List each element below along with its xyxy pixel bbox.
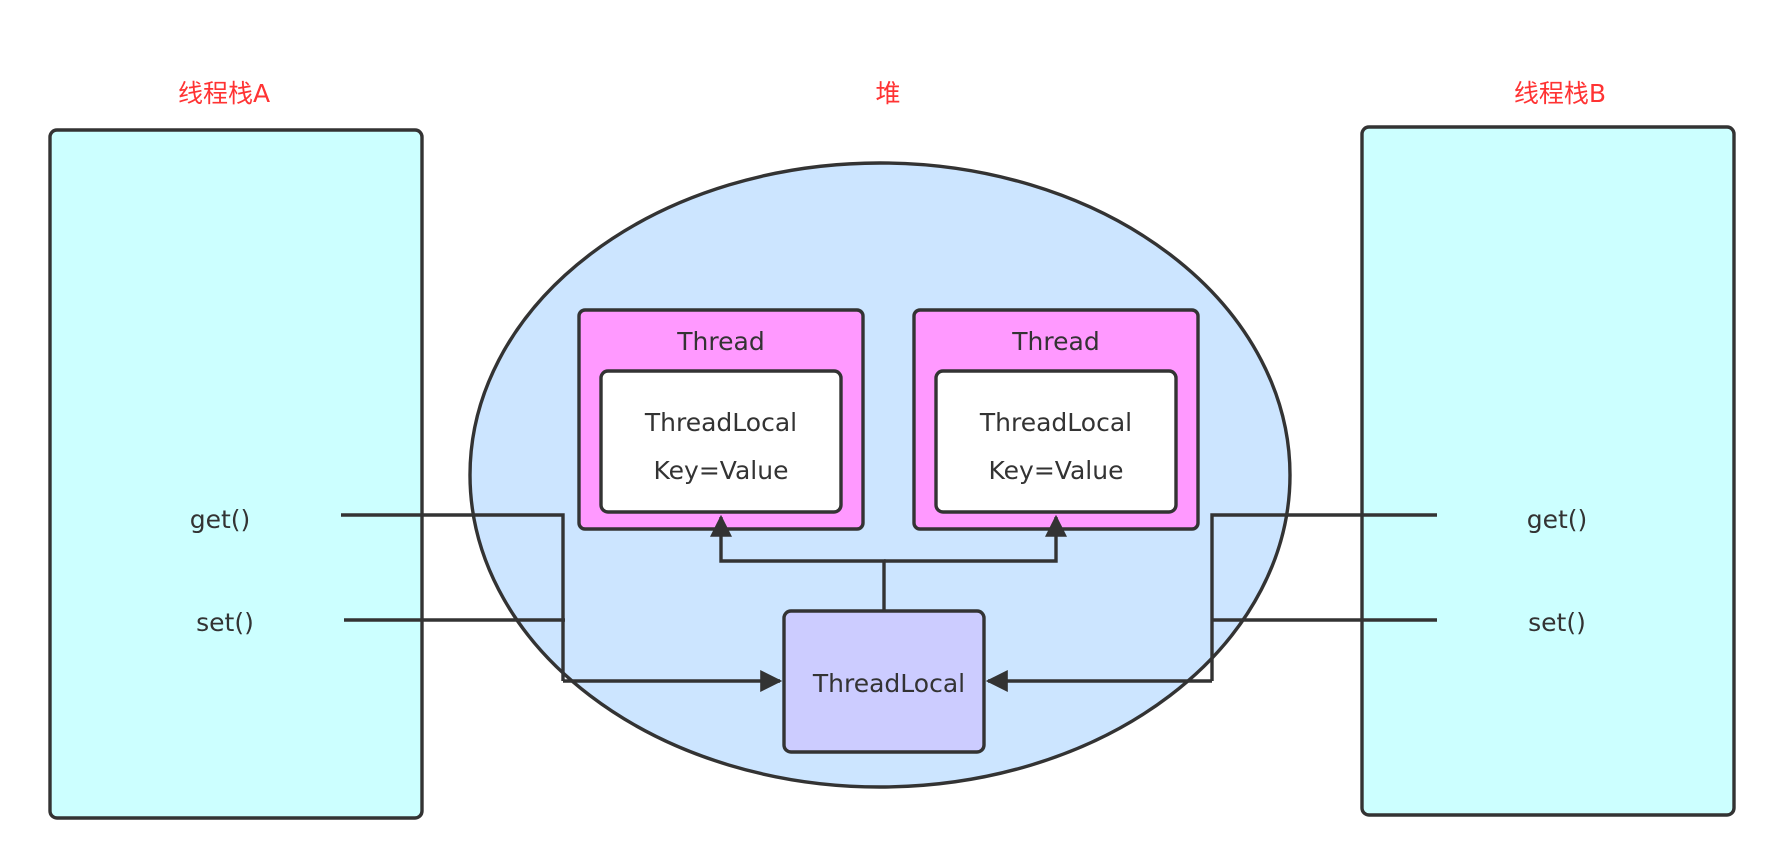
stack-a-set-label: set()	[196, 608, 254, 637]
stack-a-get-label: get()	[190, 505, 251, 534]
thread-1-map-box	[599, 369, 843, 514]
thread-2-map-line2: Key=Value	[989, 456, 1124, 485]
threadlocal-to-thread-1-arrow	[710, 514, 886, 611]
heap-title: 堆	[875, 79, 900, 108]
stack-b-set-label: set()	[1528, 608, 1586, 637]
threadlocal-to-thread-2-arrow	[884, 514, 1067, 563]
thread-1-object: Thread ThreadLocal Key=Value	[577, 308, 865, 531]
stack-a-title: 线程栈A	[178, 79, 270, 108]
stack-a-get-connector	[341, 513, 565, 681]
stack-b-get-connector	[1210, 513, 1437, 681]
stack-b-get-label: get()	[1527, 505, 1588, 534]
thread-1-map-line1: ThreadLocal	[644, 408, 797, 437]
stack-b-box	[1360, 125, 1736, 817]
stack-b-title: 线程栈B	[1514, 79, 1606, 108]
thread-1-title: Thread	[676, 327, 764, 356]
thread-1-map-line2: Key=Value	[654, 456, 789, 485]
thread-2-map-line1: ThreadLocal	[979, 408, 1132, 437]
thread-2-title: Thread	[1011, 327, 1099, 356]
stack-a-box	[48, 128, 424, 820]
threadlocal-label: ThreadLocal	[812, 669, 965, 698]
thread-2-map-box	[934, 369, 1178, 514]
thread-2-object: Thread ThreadLocal Key=Value	[912, 308, 1200, 531]
